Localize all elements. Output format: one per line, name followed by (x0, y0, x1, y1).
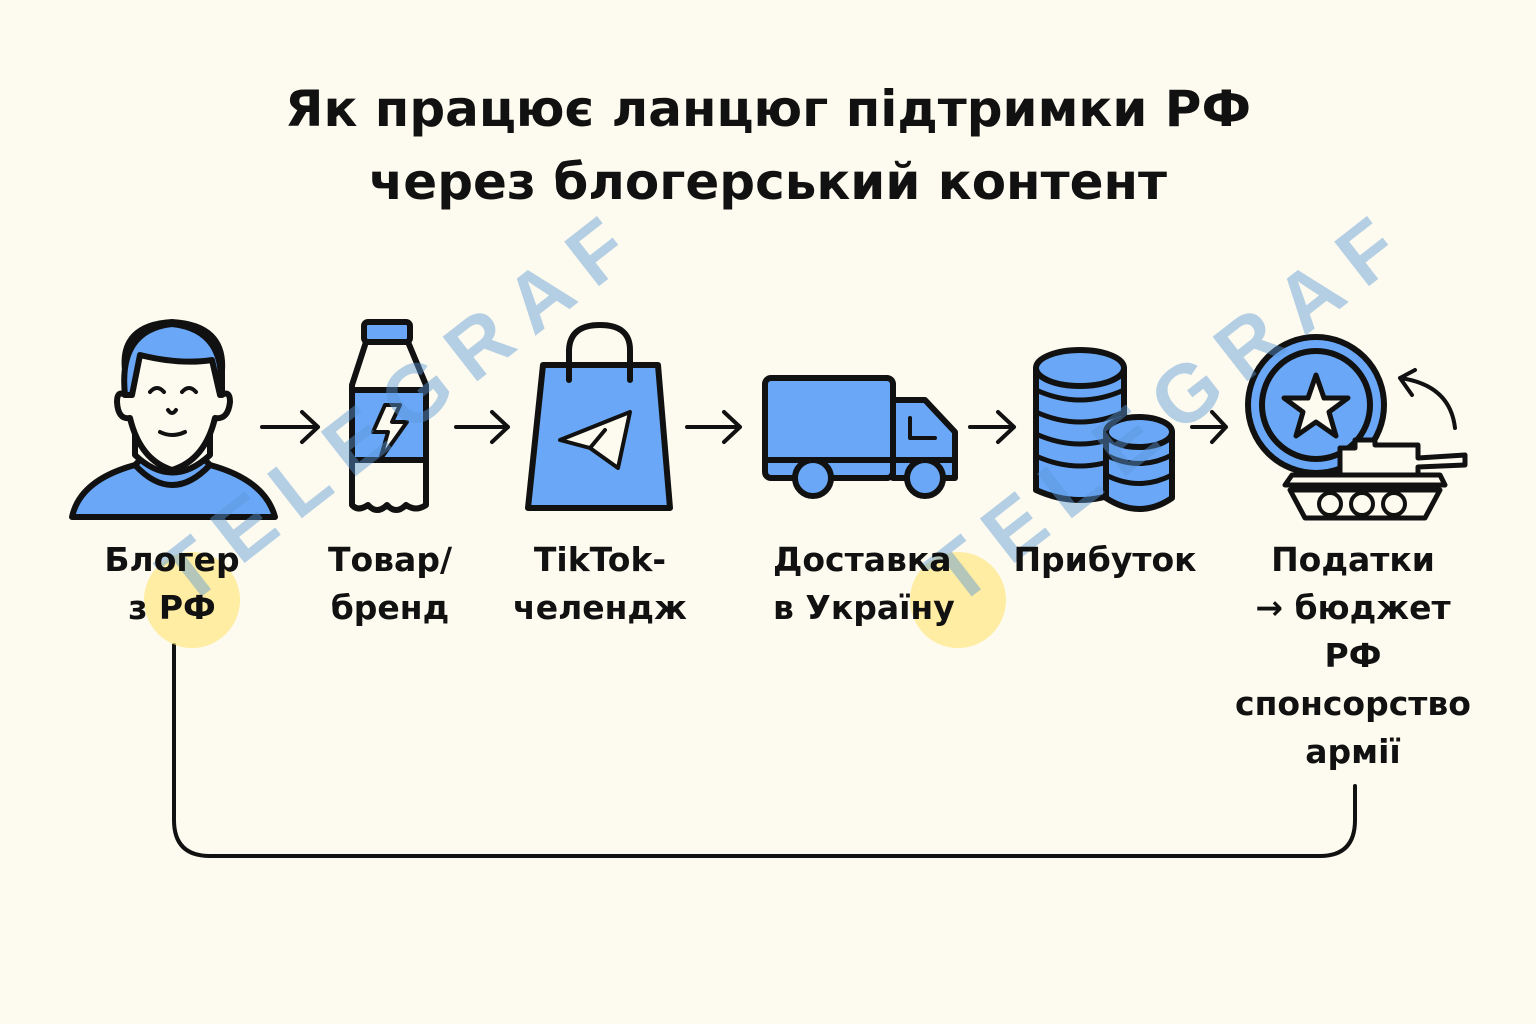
person-icon (69, 319, 278, 520)
label-line: → бюджет (1255, 588, 1451, 627)
label-line: TikTok- (533, 540, 667, 579)
label-line: РФ (1324, 636, 1382, 675)
feedback-loop-connector (172, 643, 1357, 858)
medal-tank-icon (1245, 334, 1468, 521)
label-line: Прибуток (1013, 540, 1197, 579)
label-line: з РФ (128, 588, 216, 627)
coin-stack-icon (1033, 347, 1175, 512)
step-label-blogger: Блогер з РФ (102, 536, 242, 632)
label-line: Податки (1271, 540, 1435, 579)
step-label-product: Товар/ бренд (320, 536, 460, 632)
title-line-1: Як працює ланцюг підтримки РФ (284, 80, 1252, 138)
delivery-truck-icon (762, 375, 958, 499)
arrow-3 (685, 410, 742, 444)
arrow-4 (968, 410, 1016, 444)
step-label-delivery: Доставка в Україну (773, 536, 955, 632)
label-line: спонсорство (1235, 684, 1471, 723)
label-line: Доставка (773, 540, 952, 579)
step-label-profit: Прибуток (1010, 536, 1200, 584)
step-label-taxes: Податки → бюджет РФ спонсорство армії (1233, 536, 1473, 776)
label-line: Товар/ (327, 540, 452, 579)
energy-drink-bottle-icon (349, 319, 429, 513)
label-line: в Україну (773, 588, 955, 627)
label-line: челендж (513, 588, 687, 627)
arrow-2 (454, 410, 510, 444)
watermark-logo (144, 552, 240, 648)
label-line: Блогер (104, 540, 240, 579)
title-line-2: через блогерський контент (368, 153, 1168, 211)
watermark-logo (910, 552, 1006, 648)
shopping-bag-icon (525, 322, 673, 511)
arrow-5 (1190, 410, 1228, 444)
step-label-tiktok: TikTok- челендж (510, 536, 690, 632)
label-line: армії (1305, 732, 1401, 771)
arrow-1 (260, 410, 320, 444)
label-line: бренд (330, 588, 450, 627)
